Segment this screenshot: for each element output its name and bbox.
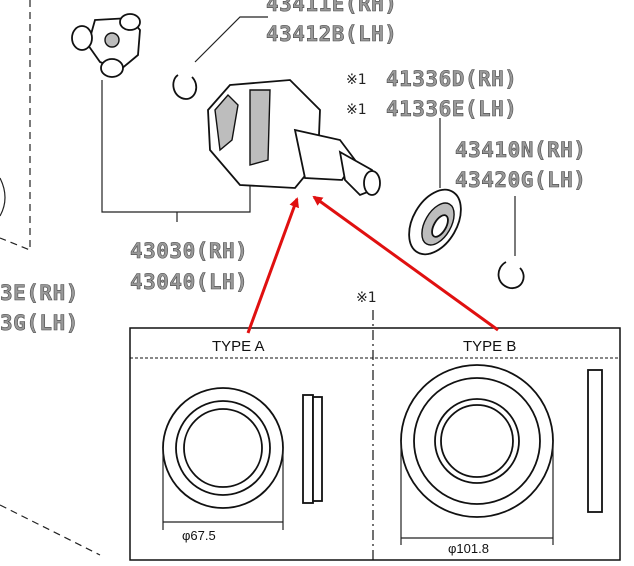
label-43412b-lh: 43412B(LH) bbox=[266, 22, 397, 46]
tripod-joint-part bbox=[71, 13, 141, 78]
type-b-title: TYPE B bbox=[463, 338, 516, 355]
label-43030-rh: 43030(RH) bbox=[130, 239, 248, 263]
type-a-seal-drawing bbox=[162, 387, 323, 509]
label-43410n-rh: 43410N(RH) bbox=[455, 138, 586, 162]
arrow-type-b bbox=[312, 195, 499, 332]
snap-ring-top bbox=[172, 74, 198, 100]
dashed-boundary-left bbox=[0, 0, 31, 251]
dashed-boundary-bottom bbox=[0, 504, 101, 556]
note-mark-box: ※1 bbox=[356, 290, 377, 306]
leader-43030 bbox=[101, 80, 251, 222]
label-3g-lh: 3G(LH) bbox=[0, 311, 79, 335]
cv-joint-housing bbox=[207, 79, 381, 197]
label-43411e-rh: 43411E(RH) bbox=[266, 0, 397, 16]
note-mark-41336d: ※1 bbox=[346, 72, 367, 88]
label-43420g-lh: 43420G(LH) bbox=[455, 168, 586, 192]
label-41336d-rh: 41336D(RH) bbox=[386, 67, 517, 91]
note-mark-41336e: ※1 bbox=[346, 102, 367, 118]
type-b-seal-drawing bbox=[400, 364, 603, 518]
label-41336e-lh: 41336E(LH) bbox=[386, 97, 517, 121]
type-b-dimension bbox=[400, 441, 554, 545]
type-a-diameter: φ67.5 bbox=[182, 528, 216, 543]
label-3e-rh: 3E(RH) bbox=[0, 281, 79, 305]
type-a-title: TYPE A bbox=[212, 338, 265, 355]
leader-43411E bbox=[194, 16, 268, 63]
cut-part-edge bbox=[0, 177, 6, 217]
type-a-dimension bbox=[162, 448, 284, 530]
label-43040-lh: 43040(LH) bbox=[130, 270, 248, 294]
arrow-type-a bbox=[246, 197, 299, 334]
snap-ring-right bbox=[497, 261, 525, 289]
oil-seal-part bbox=[408, 188, 462, 256]
type-b-diameter: φ101.8 bbox=[448, 541, 489, 556]
